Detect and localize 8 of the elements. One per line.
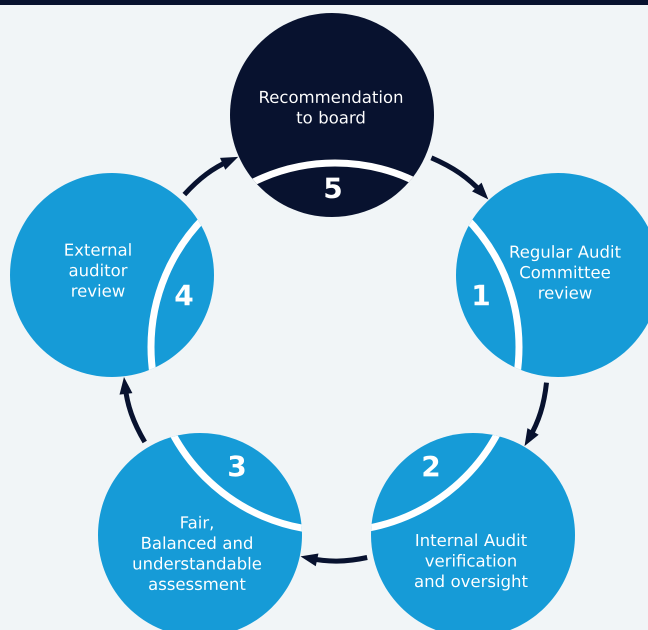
arrow: [300, 554, 368, 566]
arrow: [120, 377, 147, 444]
step-label: Fair, Balanced and understandable assessment: [134, 516, 262, 590]
step-label: Internal Audit verification and oversight: [415, 534, 528, 590]
step-label: External auditor review: [65, 243, 131, 297]
step-label: Regular Audit Committee review: [510, 245, 621, 299]
step-label: Recommendation to board: [260, 90, 402, 124]
arrow: [524, 382, 549, 446]
